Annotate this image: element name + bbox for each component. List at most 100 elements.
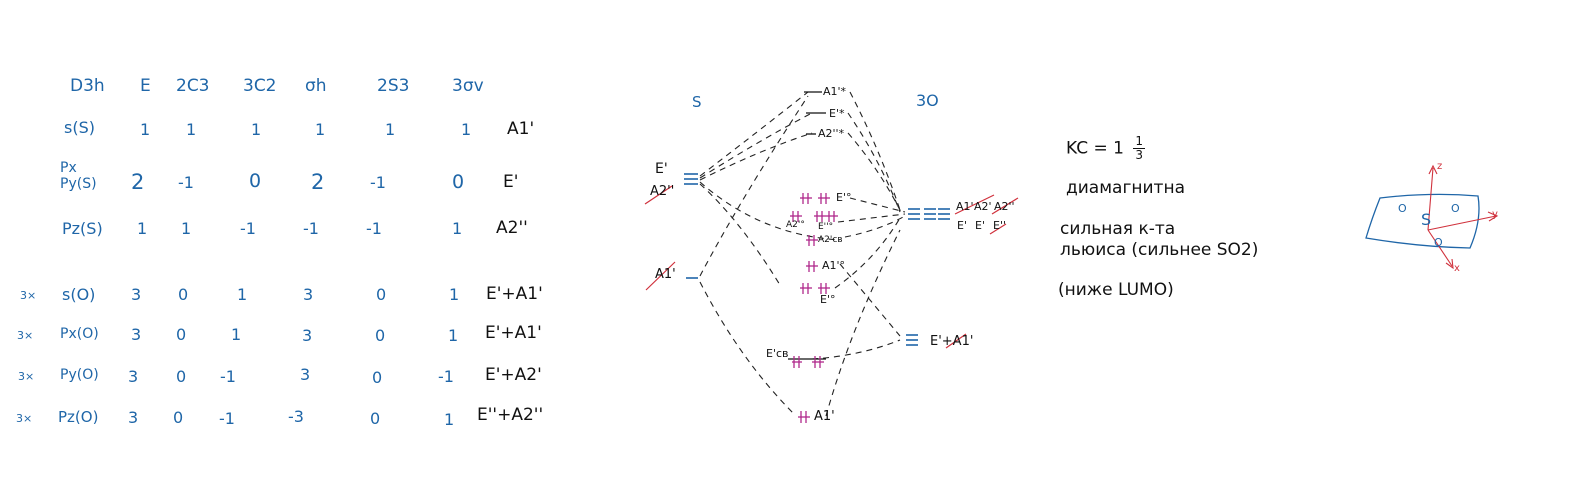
- mo-right-title: 3O: [916, 91, 939, 110]
- cell: 0: [176, 367, 187, 386]
- cell: 3: [131, 325, 142, 344]
- atom-O-right: O: [1451, 202, 1460, 215]
- cell: -1: [303, 219, 319, 238]
- mo-label: A2'°: [786, 220, 805, 230]
- cell: 1: [452, 219, 463, 238]
- table-header-E: E: [140, 76, 151, 96]
- cell: 1: [449, 285, 460, 304]
- cell: -1: [370, 173, 386, 192]
- magnetism-note: диамагнитна: [1066, 178, 1185, 198]
- irrep-label: E': [503, 172, 519, 192]
- cell: -1: [220, 367, 236, 386]
- cell: 1: [140, 120, 151, 139]
- row-label-px-O: Px(O): [60, 326, 99, 342]
- cell: 2: [311, 170, 325, 194]
- left-level-label: E': [655, 161, 668, 177]
- atom-S: S: [1421, 210, 1432, 229]
- cell: -1: [240, 219, 256, 238]
- right-upper-label: A2'': [994, 200, 1015, 213]
- row-label-py-O: Py(O): [60, 367, 99, 383]
- right-lower-label: E'+A1': [930, 334, 974, 349]
- row-label-s-O: s(O): [62, 285, 96, 304]
- left-level-label: A2'': [650, 184, 675, 199]
- cell: 0: [375, 326, 386, 345]
- lumo-note: (ниже LUMO): [1058, 280, 1174, 300]
- table-header-sigma-h: σh: [305, 76, 327, 96]
- right-upper-label: E': [975, 219, 985, 232]
- irrep-label: E''+A2'': [477, 405, 544, 425]
- row-label-px: Px: [60, 160, 77, 176]
- cell: 1: [385, 120, 396, 139]
- cell: -1: [178, 173, 194, 192]
- cell: 1: [181, 219, 192, 238]
- cell: 1: [448, 326, 459, 345]
- multiplier: 3×: [20, 289, 37, 302]
- cell: 1: [237, 285, 248, 304]
- cell: 3: [302, 326, 313, 345]
- cell: 3: [300, 365, 311, 384]
- irrep-label: A1': [507, 119, 535, 139]
- multiplier: 3×: [17, 329, 34, 342]
- bond-order-numerator: 1: [1133, 134, 1146, 149]
- irrep-label: E'+A1': [485, 323, 542, 343]
- mo-label: E'°: [820, 293, 836, 306]
- right-upper-label: E'': [993, 219, 1006, 232]
- cell: 3: [128, 408, 139, 427]
- bond-order-denominator: 3: [1135, 148, 1144, 162]
- atom-O-left: O: [1398, 202, 1407, 215]
- mo-label: E'св: [766, 347, 789, 360]
- atom-O-bottom: O: [1434, 236, 1443, 249]
- acid-note-line1: сильная к-та: [1060, 219, 1176, 239]
- right-upper-label: E': [957, 219, 967, 232]
- cell: 1: [315, 120, 326, 139]
- cell: 0: [370, 409, 381, 428]
- right-upper-label: A2': [974, 200, 992, 213]
- mo-label: A2'св: [818, 235, 843, 245]
- row-label-py: Py(S): [60, 176, 97, 192]
- mo-label: E'*: [829, 107, 845, 120]
- table-header-2S3: 2S3: [377, 76, 410, 96]
- cell: 1: [231, 325, 242, 344]
- axis-x-label: x: [1454, 263, 1460, 274]
- cell: 0: [178, 285, 189, 304]
- irrep-label: A2'': [496, 218, 528, 238]
- bond-order-prefix: KC = 1: [1066, 138, 1124, 159]
- cell: -3: [288, 407, 304, 426]
- mo-label: E''°: [818, 222, 834, 232]
- cell: 0: [376, 285, 387, 304]
- cell: 0: [372, 368, 383, 387]
- bond-order: KC = 1 1 3: [1066, 134, 1146, 162]
- cell: 1: [186, 120, 197, 139]
- cell: 1: [137, 219, 148, 238]
- table-header-3C2: 3C2: [243, 76, 277, 96]
- row-label-s-S: s(S): [64, 118, 95, 137]
- row-label-px-py-S: Px Py(S): [60, 160, 97, 192]
- table-header-group: D3h: [70, 76, 105, 96]
- table-header-3sigma-v: 3σv: [452, 76, 484, 96]
- irrep-label: E'+A1': [486, 284, 543, 304]
- cell: 3: [131, 285, 142, 304]
- cell: 2: [131, 170, 145, 194]
- mo-left-title: S: [692, 93, 702, 111]
- mo-label: A2''*: [818, 127, 845, 140]
- mo-label: A1'°: [822, 259, 846, 272]
- mo-label: A1'*: [823, 85, 847, 98]
- axis-y-label: y: [1492, 209, 1498, 220]
- right-upper-label: A1': [956, 200, 974, 213]
- multiplier: 3×: [18, 370, 35, 383]
- cell: 3: [128, 367, 139, 386]
- irrep-label: E'+A2': [485, 365, 542, 385]
- table-header-2C3: 2C3: [176, 76, 210, 96]
- cell: 0: [452, 171, 465, 193]
- cell: 1: [444, 410, 455, 429]
- bond-order-fraction: 1 3: [1133, 134, 1146, 162]
- cell: 3: [303, 285, 314, 304]
- cell: 1: [461, 120, 472, 139]
- acid-note-line2: льюиса (сильнее SO2): [1060, 240, 1259, 260]
- left-level-label: A1': [655, 267, 676, 282]
- row-label-pz-S: Pz(S): [62, 219, 103, 238]
- mo-label: E'°: [836, 191, 852, 204]
- multiplier: 3×: [16, 412, 33, 425]
- cell: 0: [173, 408, 184, 427]
